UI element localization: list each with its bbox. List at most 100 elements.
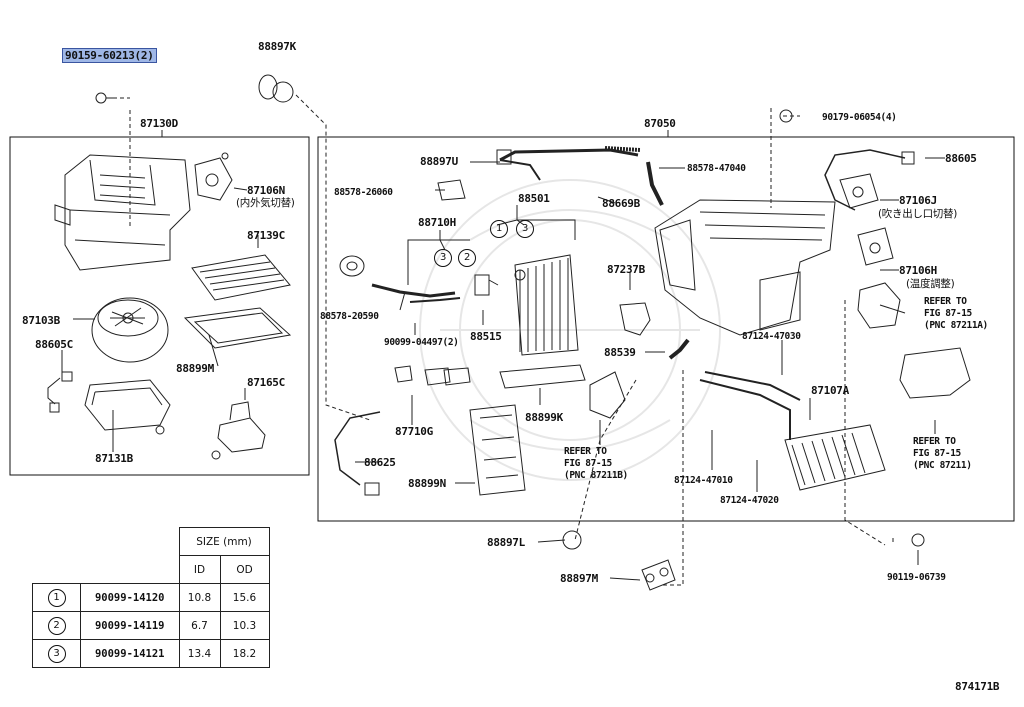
row-part-number[interactable]: 90099-14119 bbox=[80, 611, 180, 640]
bolt-90159 bbox=[95, 92, 114, 104]
part-label-87130D[interactable]: 87130D bbox=[140, 117, 178, 130]
part-note-87106J: (吹き出し口切替) bbox=[878, 208, 957, 220]
table-row: 3 90099-14121 13.4 18.2 bbox=[32, 639, 270, 668]
callout-2-pipe: 2 bbox=[458, 249, 476, 267]
hose-88539 bbox=[668, 338, 690, 360]
part-label-87710G[interactable]: 87710G bbox=[395, 425, 433, 438]
clip-87710G bbox=[394, 365, 471, 386]
size-col-od: OD bbox=[219, 555, 270, 584]
part-label-87103B[interactable]: 87103B bbox=[22, 314, 60, 327]
part-label-88897M[interactable]: 88897M bbox=[560, 572, 598, 585]
duct-87211 bbox=[899, 347, 971, 399]
actuator-87106J bbox=[839, 173, 879, 209]
part-label-88897U[interactable]: 88897U bbox=[420, 155, 458, 168]
part-label-87106N[interactable]: 87106N bbox=[247, 184, 285, 197]
part-label-88515[interactable]: 88515 bbox=[470, 330, 502, 343]
part-label-88625[interactable]: 88625 bbox=[364, 456, 396, 469]
seal-88899N bbox=[469, 404, 526, 496]
row-key: 3 bbox=[47, 644, 66, 663]
actuator-87106N bbox=[194, 152, 233, 201]
part-label-88605[interactable]: 88605 bbox=[945, 152, 977, 165]
table-row: 1 90099-14120 10.8 15.6 bbox=[32, 583, 270, 612]
part-label-87165C[interactable]: 87165C bbox=[247, 376, 285, 389]
table-row: 2 90099-14119 6.7 10.3 bbox=[32, 611, 270, 640]
row-id: 10.8 bbox=[178, 583, 221, 612]
size-col-id: ID bbox=[178, 555, 221, 584]
grommet-88897L bbox=[562, 530, 582, 550]
part-label-88899N[interactable]: 88899N bbox=[408, 477, 446, 490]
part-label-87131B[interactable]: 87131B bbox=[95, 452, 133, 465]
case-lower-87131B bbox=[84, 379, 171, 435]
part-label-88669B[interactable]: 88669B bbox=[602, 197, 640, 210]
part-label-87106J[interactable]: 87106J bbox=[899, 194, 937, 207]
part-label-88605C[interactable]: 88605C bbox=[35, 338, 73, 351]
sensor-88625 bbox=[334, 411, 381, 496]
callout-3-pipe: 3 bbox=[434, 249, 452, 267]
heater-case-87050 bbox=[654, 199, 836, 336]
row-id: 6.7 bbox=[178, 611, 221, 640]
part-note-87106H: (温度調整) bbox=[906, 278, 955, 290]
refer-note-87211A-line3: (PNC 87211A) bbox=[924, 320, 988, 331]
row-id: 13.4 bbox=[178, 639, 221, 668]
part-label-90159-60213[interactable]: 90159-60213(2) bbox=[62, 48, 157, 63]
hose-88578-47040 bbox=[646, 161, 664, 206]
row-od: 18.2 bbox=[219, 639, 270, 668]
filter-87139C bbox=[191, 254, 291, 301]
part-label-88539[interactable]: 88539 bbox=[604, 346, 636, 359]
part-label-87139C[interactable]: 87139C bbox=[247, 229, 285, 242]
grommet-88578-20590 bbox=[339, 255, 365, 277]
refer-note-87211B-line1: REFER TO bbox=[564, 446, 607, 457]
part-label-88899M[interactable]: 88899M bbox=[176, 362, 214, 375]
part-label-87124-47010[interactable]: 87124-47010 bbox=[674, 475, 733, 486]
part-label-88897L[interactable]: 88897L bbox=[487, 536, 525, 549]
bracket-87237B bbox=[619, 302, 651, 336]
duct-87211B bbox=[589, 371, 626, 419]
part-label-88710H[interactable]: 88710H bbox=[418, 216, 456, 229]
part-label-87107A[interactable]: 87107A bbox=[811, 384, 849, 397]
duct-87211A bbox=[857, 282, 901, 329]
refer-note-87211B-line2: FIG 87-15 bbox=[564, 458, 612, 469]
heater-core-87107A bbox=[699, 371, 886, 491]
row-od: 15.6 bbox=[219, 583, 270, 612]
part-label-90119-06739[interactable]: 90119-06739 bbox=[887, 572, 946, 583]
seal-88899K bbox=[499, 364, 586, 389]
refer-note-87211A-line2: FIG 87-15 bbox=[924, 308, 972, 319]
row-part-number[interactable]: 90099-14121 bbox=[80, 639, 180, 668]
harness-88605 bbox=[824, 149, 915, 211]
part-label-87124-47020[interactable]: 87124-47020 bbox=[720, 495, 779, 506]
part-label-88578-26060[interactable]: 88578-26060 bbox=[334, 187, 393, 198]
resistor-87165C bbox=[211, 401, 266, 460]
size-table: SIZE (mm) ID OD 1 90099-14120 10.8 15.6 … bbox=[32, 527, 270, 668]
bracket-88578-26060 bbox=[437, 179, 466, 201]
row-od: 10.3 bbox=[219, 611, 270, 640]
part-label-88578-20590[interactable]: 88578-20590 bbox=[320, 311, 379, 322]
callout-3: 3 bbox=[516, 220, 534, 238]
part-label-88578-47040[interactable]: 88578-47040 bbox=[687, 163, 746, 174]
callout-1: 1 bbox=[490, 220, 508, 238]
part-note-87106N: (内外気切替) bbox=[236, 197, 295, 209]
part-label-88899K[interactable]: 88899K bbox=[525, 411, 563, 424]
left-blower-box bbox=[9, 136, 310, 476]
diagram-id: 874171B bbox=[955, 680, 1000, 693]
part-label-90099-04497[interactable]: 90099-04497(2) bbox=[384, 337, 459, 348]
refer-note-87211-line3: (PNC 87211) bbox=[913, 460, 972, 471]
blower-case-87130D bbox=[54, 154, 191, 271]
pipe-88710H bbox=[371, 283, 461, 303]
part-label-87106H[interactable]: 87106H bbox=[899, 264, 937, 277]
refer-note-87211B-line3: (PNC 87211B) bbox=[564, 470, 628, 481]
part-label-88501[interactable]: 88501 bbox=[518, 192, 550, 205]
part-label-88897K[interactable]: 88897K bbox=[258, 40, 296, 53]
size-table-title: SIZE (mm) bbox=[178, 527, 270, 556]
part-label-87237B[interactable]: 87237B bbox=[607, 263, 645, 276]
part-label-87050[interactable]: 87050 bbox=[644, 117, 676, 130]
row-part-number[interactable]: 90099-14120 bbox=[80, 583, 180, 612]
blower-motor-87103B bbox=[91, 297, 169, 363]
part-label-90179-06054[interactable]: 90179-06054(4) bbox=[822, 112, 897, 123]
row-key: 2 bbox=[47, 616, 66, 635]
row-key: 1 bbox=[47, 588, 66, 607]
part-label-87124-47030[interactable]: 87124-47030 bbox=[742, 331, 801, 342]
right-heater-box bbox=[317, 136, 1015, 522]
grommet-88897K bbox=[258, 74, 294, 103]
